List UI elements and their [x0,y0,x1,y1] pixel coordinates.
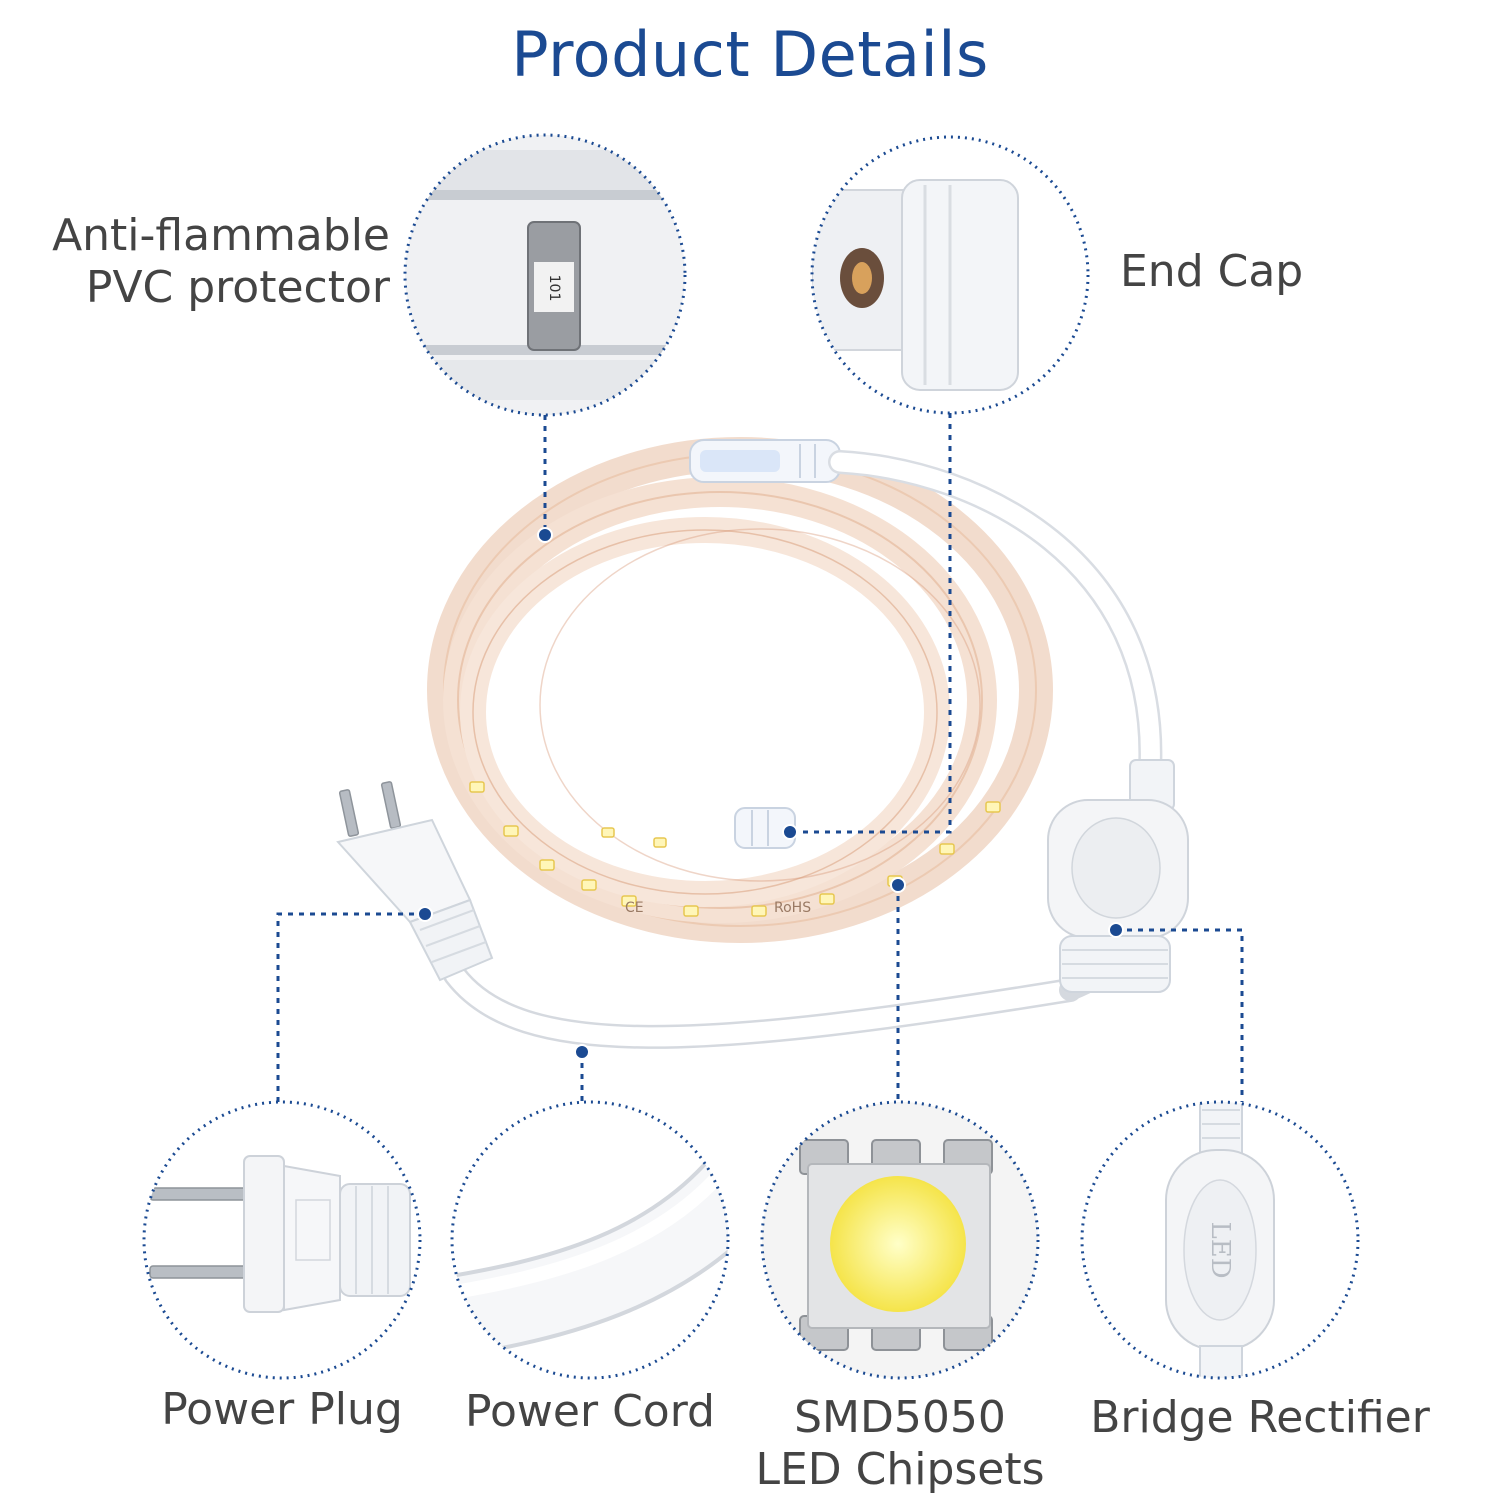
detail-circle-pvc-protector: 101 [403,133,687,417]
strip-ce-mark: CE [625,900,644,916]
detail-circle-smd-chip [760,1100,1040,1380]
smd-chipsets-label-line1: SMD5050 [794,1392,1006,1443]
page-title: Product Details [511,18,989,91]
detail-circle-bridge-rectifier: LED [1080,1100,1360,1380]
power-cord-label: Power Cord [465,1386,715,1437]
power-plug-body [336,781,494,982]
detail-circle-power-cord [450,1100,730,1380]
leader-lines [276,413,1244,1102]
resistor-code: 101 [546,275,562,302]
rectifier-body [1047,759,1189,993]
leader-dots [417,527,1124,1060]
pvc-protector-label-line1: Anti-flammable [52,210,390,261]
led-strip-coil: CE RoHS [427,437,1053,943]
strip-led-chips [469,781,1001,917]
detail-circle-power-plug [142,1100,422,1380]
leader-line-rectifier [1116,928,1244,1102]
smd-chipsets-label-line2: LED Chipsets [755,1444,1045,1495]
bridge-rectifier-label: Bridge Rectifier [1090,1392,1430,1443]
pvc-protector-label-line2: PVC protector [85,262,390,313]
smd-chipsets-label: SMD5050 LED Chipsets [730,1392,1070,1496]
strip-rohs-mark: RoHS [774,900,811,916]
leader-line-end-cap [790,413,952,834]
power-plug-label: Power Plug [161,1384,403,1435]
pvc-protector-label: Anti-flammable PVC protector [52,210,390,314]
leader-line-plug [276,912,425,1102]
detail-circle-end-cap [810,135,1090,415]
coil-end-cap-top [689,439,841,483]
end-cap-label: End Cap [1120,246,1304,297]
rectifier-led-text: LED [1205,1221,1235,1278]
